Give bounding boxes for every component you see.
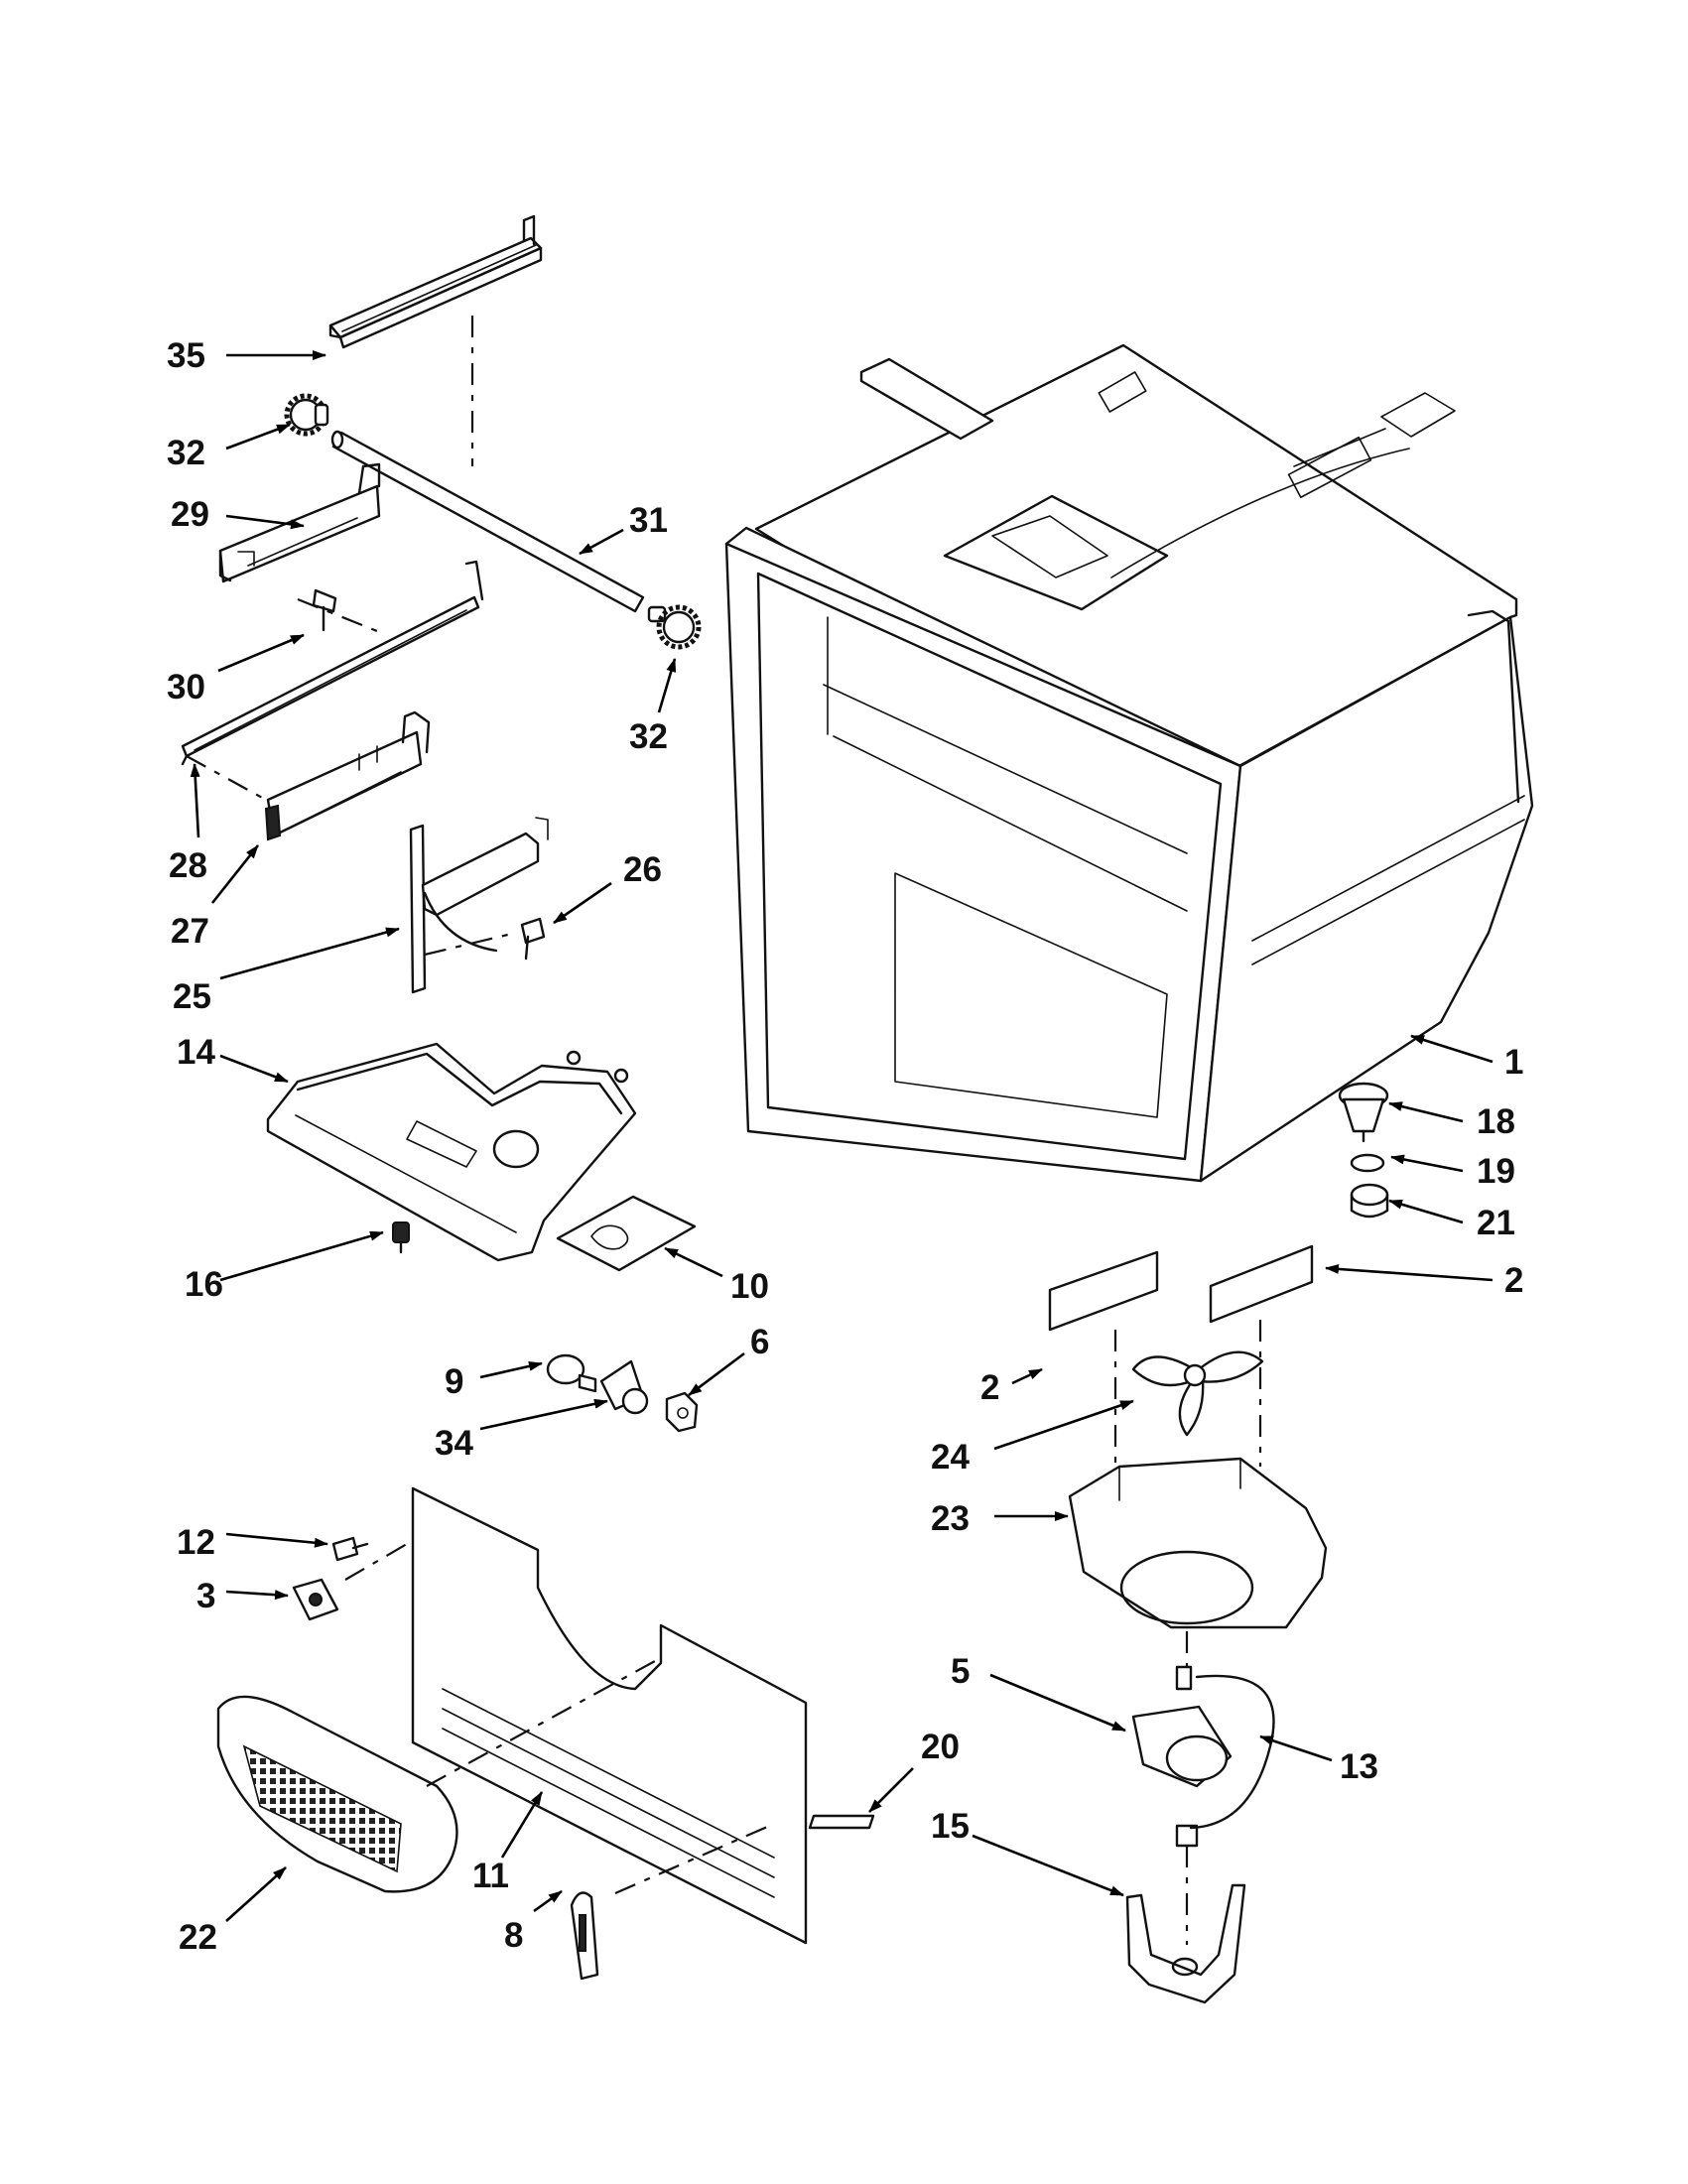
part-2-foam-block-right xyxy=(1209,1244,1314,1324)
part-15-bracket xyxy=(1125,1883,1246,2004)
callout-8: 8 xyxy=(504,1916,523,1955)
part-12-screw xyxy=(331,1536,369,1562)
part-35-rail xyxy=(328,214,543,349)
part-2-foam-block-left xyxy=(1048,1250,1159,1332)
part-25-bracket xyxy=(409,817,549,994)
part-23-fan-housing xyxy=(1068,1457,1328,1629)
part-20-strip xyxy=(808,1814,875,1830)
callout-16: 16 xyxy=(185,1265,223,1304)
callout-1: 1 xyxy=(1504,1043,1523,1082)
part-21-grommet xyxy=(1350,1183,1389,1219)
part-22-grille xyxy=(216,1695,458,1893)
callout-29: 29 xyxy=(171,495,209,534)
callout-30: 30 xyxy=(167,668,205,707)
callout-12: 12 xyxy=(177,1523,215,1562)
callout-34: 34 xyxy=(435,1424,473,1463)
callout-9: 9 xyxy=(445,1362,463,1401)
callout-32: 32 xyxy=(167,434,205,472)
part-27-end-cap xyxy=(264,710,431,841)
part-24-fan-blade xyxy=(1131,1350,1264,1437)
callout-2-lower: 2 xyxy=(980,1368,999,1407)
part-3-thermostat xyxy=(292,1578,339,1621)
callout-15: 15 xyxy=(931,1807,970,1846)
part-11-panel xyxy=(411,1486,808,1945)
part-28-slide-rail xyxy=(181,560,484,766)
callout-28: 28 xyxy=(169,846,207,885)
callout-10: 10 xyxy=(730,1267,769,1306)
callout-6: 6 xyxy=(750,1323,769,1361)
part-8-lamp-cover xyxy=(570,1891,599,1981)
part-18-damper xyxy=(1338,1082,1389,1143)
part-16-clip xyxy=(392,1221,410,1254)
callout-14: 14 xyxy=(177,1033,215,1072)
callout-3: 3 xyxy=(196,1577,215,1615)
callout-labels: 35 32 29 31 30 32 28 27 26 25 14 1 18 19… xyxy=(167,336,1523,1957)
callout-13: 13 xyxy=(1340,1747,1378,1786)
part-32-gear-lower xyxy=(647,604,702,650)
callout-23: 23 xyxy=(931,1499,970,1538)
callout-32-lower: 32 xyxy=(629,717,668,756)
part-1-freezer-liner xyxy=(724,343,1534,1183)
part-14-cover xyxy=(266,1042,637,1262)
part-13-wire-harness xyxy=(1189,1674,1275,1830)
part-5-motor xyxy=(1131,1665,1233,1848)
callout-24: 24 xyxy=(931,1438,970,1477)
callout-leaders xyxy=(190,350,1493,1922)
callout-27: 27 xyxy=(171,912,209,951)
callout-20: 20 xyxy=(921,1728,960,1766)
part-6-housing xyxy=(665,1391,699,1433)
part-19-seal xyxy=(1350,1153,1385,1173)
part-30-screw xyxy=(312,588,337,632)
callout-11: 11 xyxy=(472,1857,509,1895)
callout-19: 19 xyxy=(1477,1152,1515,1191)
part-34-socket xyxy=(599,1359,649,1415)
part-31-shaft xyxy=(330,430,645,613)
callout-26: 26 xyxy=(623,850,662,889)
part-10-sheet xyxy=(556,1195,697,1272)
callout-18: 18 xyxy=(1477,1102,1515,1141)
callout-21: 21 xyxy=(1477,1204,1515,1242)
callout-22: 22 xyxy=(179,1918,217,1957)
part-32-gear-top xyxy=(284,393,329,437)
part-26-screw xyxy=(520,917,546,961)
part-29-end-cap xyxy=(218,462,381,583)
callout-5: 5 xyxy=(951,1652,970,1691)
callout-2: 2 xyxy=(1504,1261,1523,1300)
callout-25: 25 xyxy=(173,977,211,1016)
part-9-bulb xyxy=(546,1353,597,1393)
callout-35: 35 xyxy=(167,336,205,375)
callout-31: 31 xyxy=(629,501,668,540)
